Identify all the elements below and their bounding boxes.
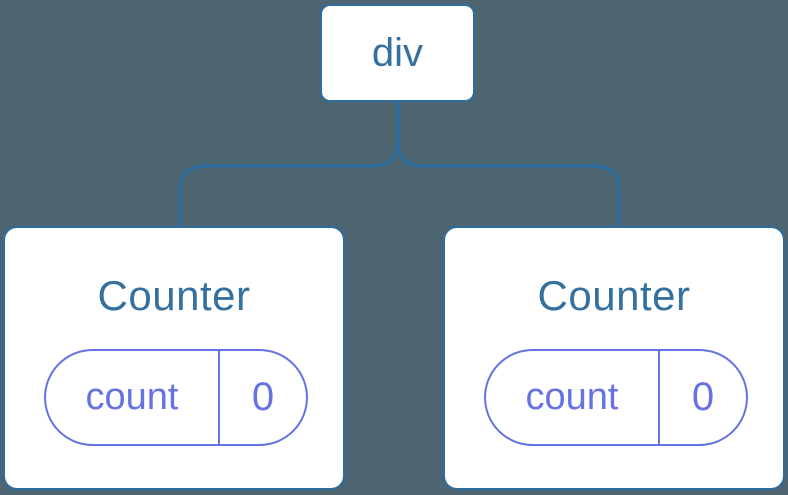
component-title: Counter — [537, 272, 691, 319]
counter-node-1: Counter count 0 — [3, 226, 345, 490]
root-node-label: div — [371, 30, 424, 75]
component-title: Counter — [97, 272, 251, 319]
state-key: count — [85, 376, 179, 418]
connector-right-branch — [396, 102, 621, 230]
root-node-div: div — [320, 4, 475, 102]
connector-left-branch — [178, 102, 400, 230]
state-value: 0 — [658, 351, 746, 444]
state-value: 0 — [218, 351, 306, 444]
state-pill: count 0 — [484, 349, 748, 446]
state-pill: count 0 — [44, 349, 308, 446]
counter-node-2: Counter count 0 — [443, 226, 785, 490]
state-key: count — [525, 376, 619, 418]
